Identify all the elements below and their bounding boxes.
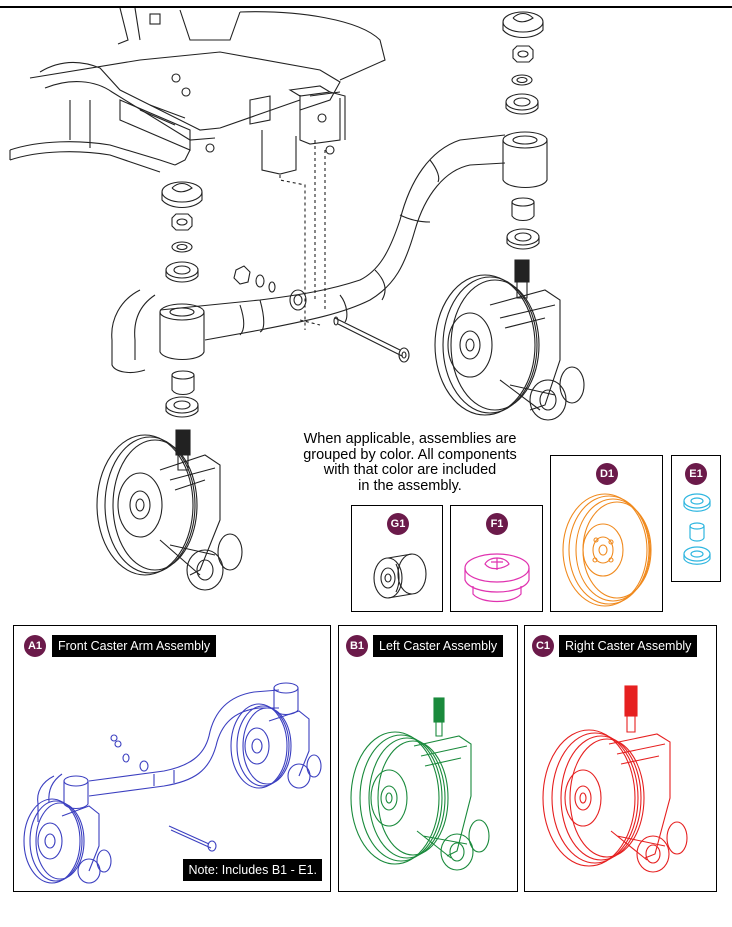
e1-bearing-icon [683, 493, 711, 565]
note-line-3: with that color are included [323, 462, 497, 478]
badge-e1: E1 [685, 463, 707, 485]
part-box-c1: C1 Right Caster Assembly [524, 625, 717, 892]
b1-label: Left Caster Assembly [373, 635, 504, 657]
assembly-color-note: When applicable, assemblies are grouped … [280, 431, 540, 494]
note-line-1: When applicable, assemblies are [303, 431, 517, 447]
badge-c1: C1 [532, 635, 554, 657]
frame-illustration [9, 7, 386, 175]
part-box-e1: E1 [671, 455, 721, 582]
c1-right-caster-icon [542, 685, 688, 873]
part-box-b1: B1 Left Caster Assembly [338, 625, 518, 892]
a1-label: Front Caster Arm Assembly [52, 635, 217, 657]
left-caster-illustration [96, 429, 243, 591]
c1-label: Right Caster Assembly [559, 635, 698, 657]
right-caster-illustration [434, 259, 585, 421]
part-box-g1: G1 [351, 505, 443, 612]
b1-left-caster-icon [350, 697, 490, 871]
g1-bushing-icon [373, 553, 427, 599]
right-bearing-stack [502, 11, 544, 250]
note-line-2: grouped by color. All components [303, 446, 517, 463]
left-bearing-stack [161, 181, 203, 418]
badge-b1: B1 [346, 635, 368, 657]
d1-wheel-icon [562, 493, 652, 607]
alignment-lines [279, 140, 326, 330]
top-rule [0, 6, 732, 8]
badge-f1: F1 [486, 513, 508, 535]
badge-g1: G1 [387, 513, 409, 535]
main-exploded-diagram [9, 7, 585, 591]
a1-includes-note: Note: Includes B1 - E1. [183, 859, 322, 881]
a1-caster-arm-icon [23, 682, 322, 884]
nut-washer-illustration [233, 265, 276, 293]
f1-cap-icon [464, 553, 530, 603]
part-box-a1: A1 Front Caster Arm Assembly [13, 625, 331, 892]
part-box-d1: D1 [550, 455, 663, 612]
caster-arm-illustration [111, 131, 548, 374]
badge-a1: A1 [24, 635, 46, 657]
note-line-4: in the assembly. [358, 477, 462, 494]
badge-d1: D1 [596, 463, 618, 485]
part-box-f1: F1 [450, 505, 543, 612]
bolt-illustration [333, 316, 410, 363]
